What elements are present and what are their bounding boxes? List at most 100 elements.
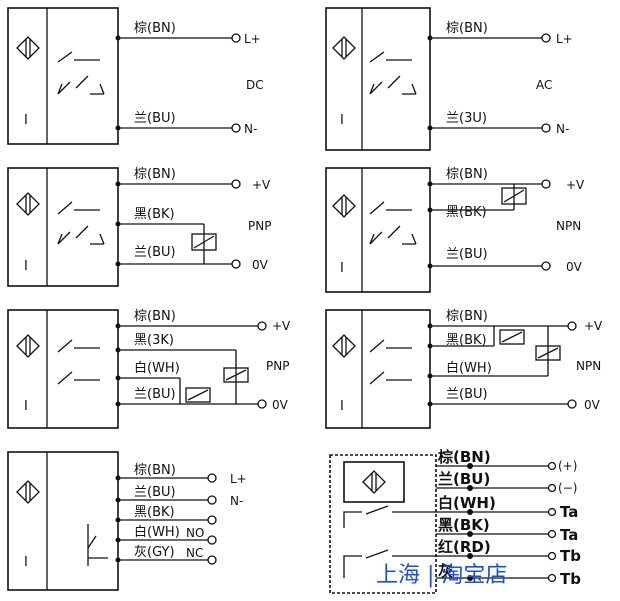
terminal-label-zero-v: 0V (584, 398, 601, 412)
terminal-plus-v (257, 321, 267, 331)
terminal-n-minus (231, 123, 241, 133)
sensor-symbol: I (24, 113, 28, 128)
terminal-n-minus (207, 495, 217, 505)
wire-label-bn: 棕(BN) (134, 309, 176, 324)
wire-label-bu: 兰(BU) (446, 387, 488, 402)
type-label-npn: NPN (556, 219, 581, 233)
wire-label-wh: 白(WH) (438, 494, 496, 512)
terminal-label-tb: Tb (560, 547, 581, 565)
switch-nc-icon (369, 75, 417, 95)
sensor-symbol: I (340, 399, 344, 414)
wire-label-wh: 白(WH) (446, 360, 492, 376)
wire-label-wh: 白(WH) (134, 524, 180, 540)
terminal-plus-v (567, 321, 577, 331)
panel-ac-2wire: I 棕(BN) 兰(3U) L+ N- AC (325, 7, 573, 151)
switch-no-icon (369, 339, 412, 353)
wire-label-bu: 兰(BU) (446, 247, 488, 262)
sensor-icon (16, 480, 40, 504)
terminal-label-minus: (−) (558, 481, 577, 495)
terminal-label-ta: Ta (560, 503, 578, 521)
sensor-icon (332, 194, 356, 218)
switch-no-icon (369, 201, 412, 215)
terminal-label-no: NO (186, 526, 204, 540)
wire-label-bu: 兰(3U) (446, 111, 487, 126)
terminal-zero-v (541, 261, 551, 271)
terminal-l-plus (231, 33, 241, 43)
load-relay-icon (501, 187, 527, 205)
switch-nc-icon (369, 371, 412, 385)
wire-label-bk: 黑(3K) (134, 333, 174, 348)
wire-label-bu: 兰(BU) (134, 245, 176, 260)
type-label-ac: AC (536, 78, 552, 92)
terminal-label-n-minus: N- (556, 122, 569, 136)
terminal-label-plus-v: +V (566, 178, 585, 192)
wire-label-bn: 棕(BN) (134, 463, 176, 478)
terminal-plus-v (541, 179, 551, 189)
terminal-label-n-minus: N- (230, 494, 243, 508)
terminal-plus-v (231, 179, 241, 189)
panel-dc-2wire: I 棕(BN) 兰(BU) L+ N- DC (7, 7, 264, 145)
switch-nc-icon (369, 225, 417, 245)
wire-label-bn: 棕(BN) (446, 21, 488, 36)
panel-relay-5wire: I 棕(BN) 兰(BU) 黑(BK) 白(WH) 灰(GY) L+ N- NO… (7, 451, 247, 591)
terminal-common (207, 515, 217, 525)
terminal-label-zero-v: 0V (272, 398, 289, 412)
terminal-label-ta: Ta (560, 526, 578, 544)
switch-no-icon (57, 339, 100, 353)
type-label-dc: DC (246, 78, 264, 92)
panel-pnp-3wire: I 棕(BN) 黑(BK) 兰(BU) +V 0V PNP (7, 167, 271, 287)
terminal-label-l-plus: L+ (556, 32, 573, 46)
terminal-n-minus (541, 123, 551, 133)
terminal-label-plus-v: +V (252, 178, 271, 192)
terminal-label-plus-v: +V (272, 319, 291, 333)
terminal-label-zero-v: 0V (566, 260, 583, 274)
wire-label-bk: 黑(BK) (438, 516, 490, 534)
terminal-label-nc: NC (186, 546, 203, 560)
sensor-icon (332, 334, 356, 358)
sensor-symbol: I (340, 113, 344, 128)
switch-nc-icon (57, 225, 105, 245)
panel-pnp-4wire: I 棕(BN) 黑(3K) 白(WH) 兰(BU) +V 0V PNP (7, 309, 291, 429)
wire-label-rd: 红(RD) (438, 538, 491, 556)
load-relay-icon (499, 329, 525, 345)
terminal-tb (547, 573, 557, 583)
terminal-tb (547, 551, 557, 561)
switch-no-icon (57, 201, 100, 215)
terminal-label-plus-v: +V (584, 319, 603, 333)
type-label-pnp: PNP (248, 219, 271, 233)
terminal-label-l-plus: L+ (244, 32, 261, 46)
terminal-zero-v (231, 259, 241, 269)
load-relay-icon (223, 367, 249, 383)
wire-label-bk: 黑(BK) (134, 207, 175, 222)
sensor-symbol: I (24, 555, 28, 570)
watermark: 上海 | 淘宝店 (376, 563, 507, 588)
terminal-nc (207, 555, 217, 565)
switch-nc-icon (57, 75, 105, 95)
switch-nc-icon (57, 371, 100, 385)
wire-label-bu: 兰(BU) (134, 485, 176, 500)
terminal-ta (547, 529, 557, 539)
sensor-icon (362, 470, 386, 494)
sensor-icon (16, 192, 40, 216)
wire-label-bk: 黑(BK) (446, 205, 487, 220)
terminal-no (207, 535, 217, 545)
relay-b-icon (343, 549, 404, 578)
terminal-minus (547, 483, 557, 493)
sensor-symbol: I (24, 399, 28, 414)
wire-label-bn: 棕(BN) (134, 167, 176, 182)
sensor-symbol: I (340, 261, 344, 276)
terminal-zero-v (257, 399, 267, 409)
load-relay-icon (185, 387, 211, 403)
panel-npn-3wire: I 棕(BN) 黑(BK) 兰(BU) +V 0V NPN (325, 167, 585, 293)
relay-contact-icon (87, 524, 108, 566)
panel-dual-relay-6wire: 棕(BN) 兰(BU) 白(WH) 黑(BK) 红(RD) 灰 (+) (−) … (329, 448, 581, 594)
wire-label-gy: 灰(GY) (134, 545, 175, 560)
wire-label-bn: 棕(BN) (438, 448, 491, 466)
terminal-plus (547, 461, 557, 471)
wire-label-bk: 黑(BK) (446, 333, 487, 348)
wire-label-gy: 灰 (438, 562, 453, 580)
sensor-icon (16, 334, 40, 358)
terminal-ta (547, 507, 557, 517)
wire-label-bn: 棕(BN) (446, 167, 488, 182)
